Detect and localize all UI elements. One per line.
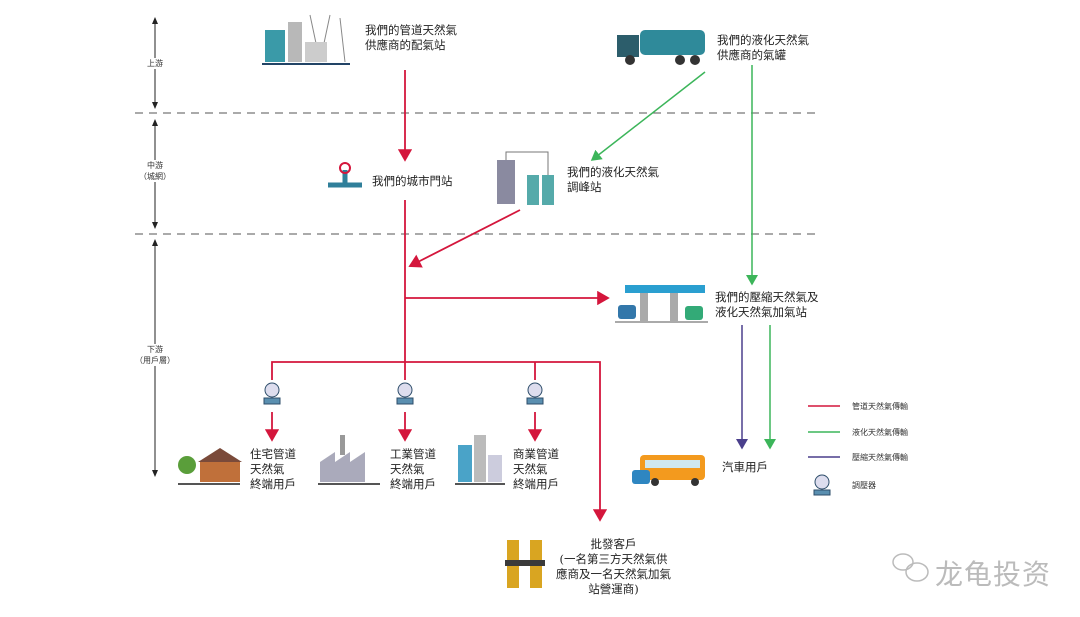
regulator-icon bbox=[396, 382, 414, 405]
tier-midstream-label: 中游 （城網） bbox=[135, 160, 175, 182]
pipeline-flows bbox=[264, 70, 610, 522]
wholesale-customers-label: 批發客戶 (一名第三方天然氣供 應商及一名天然氣加氣 站營運商) bbox=[556, 537, 671, 596]
factory-icon bbox=[318, 435, 380, 485]
regulator-icon bbox=[526, 382, 544, 405]
legend-regulator-icon bbox=[813, 474, 831, 496]
commercial-building-icon bbox=[455, 435, 505, 485]
vehicle-users-label: 汽車用戶 bbox=[722, 460, 768, 474]
cng-station-icon bbox=[615, 285, 708, 323]
pipeline-supplier-label: 我們的管道天然氣 供應商的配氣站 bbox=[365, 23, 457, 52]
tier-dividers bbox=[135, 112, 815, 235]
watermark: 龙龟投资 bbox=[935, 558, 1052, 591]
legend-pipeline-label: 管道天然氣傳輸 bbox=[852, 402, 908, 411]
industrial-users-label: 工業管道 天然氣 終端用戶 bbox=[390, 447, 436, 491]
commercial-users-label: 商業管道 天然氣 終端用戶 bbox=[513, 447, 559, 491]
lng-supplier-label: 我們的液化天然氣 供應商的氣罐 bbox=[717, 33, 809, 62]
tier-upstream-label: 上游 bbox=[140, 58, 170, 69]
regulator-icon bbox=[263, 382, 281, 405]
legend-regulator-label: 調壓器 bbox=[852, 481, 876, 490]
legend-lng-label: 液化天然氣傳輸 bbox=[852, 428, 908, 437]
lng-truck-icon bbox=[617, 30, 705, 65]
wholesale-icon bbox=[505, 540, 545, 588]
bus-icon bbox=[632, 455, 705, 486]
residential-users-label: 住宅管道 天然氣 終端用戶 bbox=[250, 447, 296, 491]
regulator-icons bbox=[263, 382, 831, 496]
tier-downstream-label: 下游 （用戶層） bbox=[130, 344, 180, 366]
house-icon bbox=[178, 448, 242, 485]
lng-flows bbox=[590, 65, 776, 450]
lng-peak-station-label: 我們的液化天然氣 調峰站 bbox=[567, 165, 659, 194]
legend-cng-label: 壓縮天然氣傳輸 bbox=[852, 453, 908, 462]
city-gate-label: 我們的城市門站 bbox=[372, 174, 453, 188]
wechat-icon bbox=[892, 553, 929, 582]
cng-station-label: 我們的壓縮天然氣及 液化天然氣加氣站 bbox=[715, 290, 819, 319]
pipeline-station-icon bbox=[262, 14, 350, 65]
city-gate-icon bbox=[328, 162, 362, 188]
lng-peak-station-icon bbox=[497, 151, 554, 205]
